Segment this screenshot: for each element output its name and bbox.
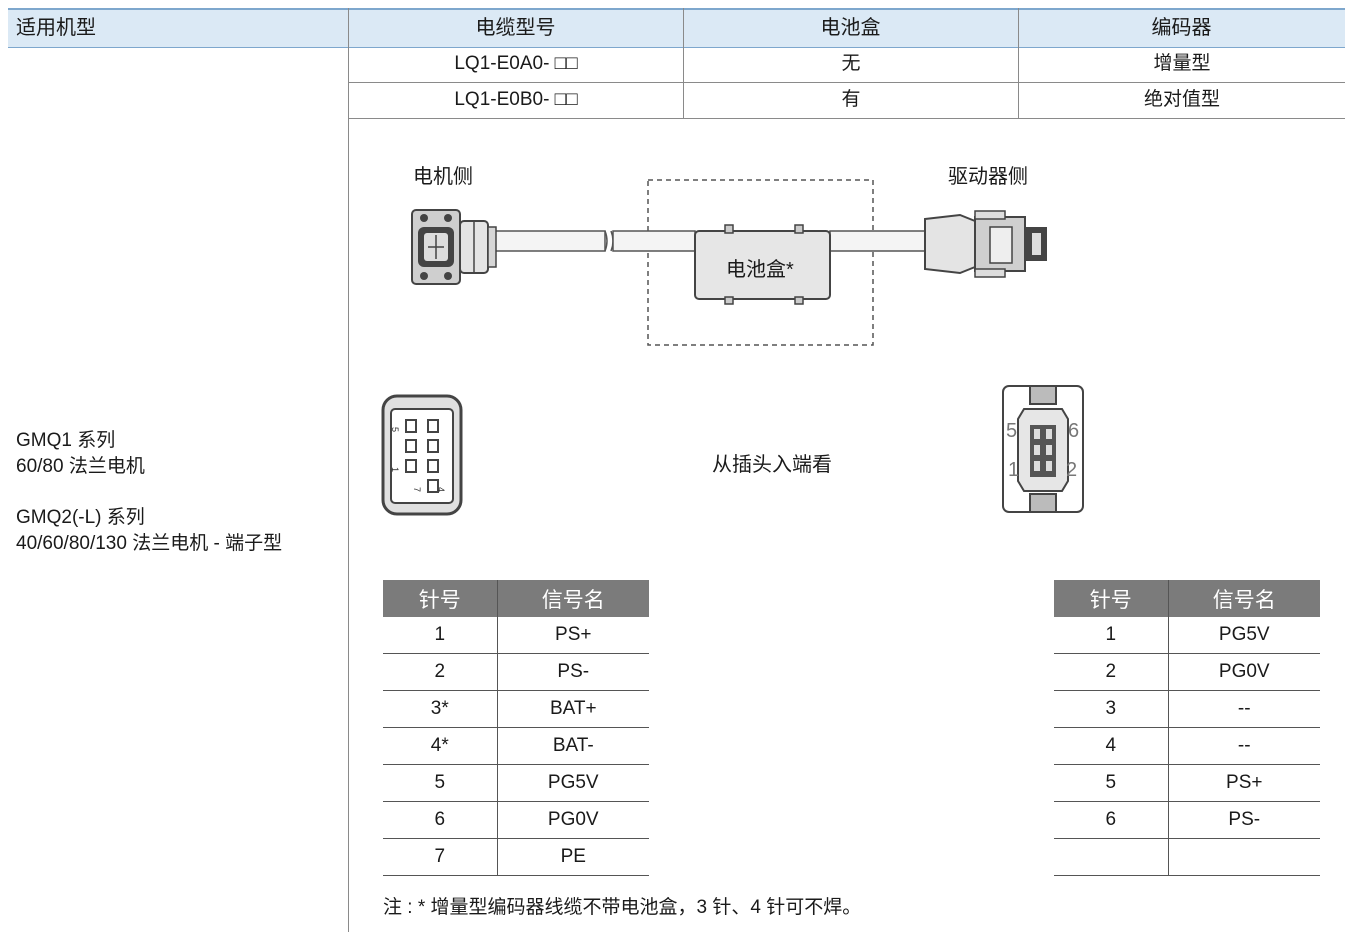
driver-pin-label: 1 <box>1008 459 1019 481</box>
applicable-line: GMQ1 系列 <box>16 430 116 451</box>
pin-number: 3* <box>383 690 498 728</box>
signal-name: PS+ <box>497 617 649 654</box>
signal-name: PS- <box>1168 801 1320 839</box>
motor-pin-label: 5 <box>390 427 400 432</box>
applicable-line: 60/80 法兰电机 <box>16 456 145 477</box>
driver-connector-icon <box>924 210 1047 278</box>
cable <box>494 230 926 252</box>
table-header-row: 针号 信号名 <box>383 580 649 617</box>
header-cable-model: 电缆型号 <box>475 17 556 39</box>
motor-pin-label: 1 <box>390 467 400 472</box>
table-header-row: 针号 信号名 <box>1054 580 1320 617</box>
column-divider <box>683 8 684 118</box>
driver-pin-label: 2 <box>1066 459 1077 481</box>
driver-plug-face-icon: 5 6 1 2 <box>1002 385 1084 513</box>
motor-plug-face-icon: 5 1 7 4 <box>381 394 463 516</box>
signal-name: -- <box>1168 690 1320 728</box>
header-battery-box: 电池盒 <box>820 17 881 39</box>
signal-name: BAT- <box>497 727 649 765</box>
pin-number: 1 <box>1054 617 1169 654</box>
signal-name-header: 信号名 <box>497 580 649 617</box>
signal-name: PS- <box>497 653 649 691</box>
motor-pin-label: 4 <box>436 487 446 492</box>
motor-pin-label: 7 <box>412 487 422 492</box>
applicable-model-gmq1: GMQ1 系列 60/80 法兰电机 <box>16 428 145 480</box>
battery-box-label: 电池盒* <box>726 259 794 281</box>
signal-name: PG0V <box>1168 653 1320 691</box>
cable-model-cell: LQ1-E0A0- □□ <box>454 53 578 74</box>
battery-cell: 有 <box>841 89 861 110</box>
battery-cell: 无 <box>841 53 861 74</box>
applicable-line: GMQ2(-L) 系列 <box>16 507 145 528</box>
column-divider <box>1018 8 1019 118</box>
pin-number: 7 <box>383 838 498 876</box>
driver-side-label: 驱动器侧 <box>948 166 1028 188</box>
applicable-model-gmq2: GMQ2(-L) 系列 40/60/80/130 法兰电机 - 端子型 <box>16 505 282 557</box>
pin-number-header: 针号 <box>383 580 498 617</box>
row-divider <box>348 118 1345 119</box>
cable-model-cell: LQ1-E0B0- □□ <box>454 89 578 110</box>
pin-number: 5 <box>383 764 498 802</box>
pin-number: 6 <box>1054 801 1169 839</box>
pin-number: 2 <box>383 653 498 691</box>
table-row: 4-- <box>1054 727 1320 765</box>
header-applicable-model: 适用机型 <box>16 17 96 39</box>
motor-side-label: 电机侧 <box>413 166 473 188</box>
table-row: 3-- <box>1054 690 1320 728</box>
signal-name: BAT+ <box>497 690 649 728</box>
pin-number: 5 <box>1054 764 1169 802</box>
pin-number: 2 <box>1054 653 1169 691</box>
row-divider <box>348 82 1345 83</box>
battery-box-icon <box>694 224 831 305</box>
signal-name: PG5V <box>1168 617 1320 654</box>
pin-number: 6 <box>383 801 498 839</box>
signal-name: PG5V <box>497 764 649 802</box>
column-divider-main <box>348 8 349 932</box>
signal-name: PG0V <box>497 801 649 839</box>
signal-name: -- <box>1168 727 1320 765</box>
header-encoder: 编码器 <box>1151 17 1212 39</box>
signal-name: PE <box>497 838 649 876</box>
driver-pin-label: 6 <box>1068 420 1079 442</box>
view-from-plug-label: 从插头入端看 <box>712 454 832 476</box>
pin-number: 4 <box>1054 727 1169 765</box>
pin-number: 3 <box>1054 690 1169 728</box>
signal-name-header: 信号名 <box>1168 580 1320 617</box>
pin-number: 4* <box>383 727 498 765</box>
motor-connector-icon <box>411 209 497 285</box>
pin-number: 1 <box>383 617 498 654</box>
spec-table-header: 适用机型 电缆型号 电池盒 编码器 <box>8 8 1345 48</box>
cable-assembly-illustration <box>411 179 1047 346</box>
table-row: 4*BAT- <box>383 727 649 765</box>
footnote: 注 : * 增量型编码器线缆不带电池盒，3 针、4 针可不焊。 <box>383 897 862 918</box>
driver-pin-label: 5 <box>1006 420 1017 442</box>
applicable-line: 40/60/80/130 法兰电机 - 端子型 <box>16 533 283 554</box>
battery-box-region <box>647 179 874 346</box>
table-row <box>1054 838 1320 876</box>
pin-number-header: 针号 <box>1054 580 1169 617</box>
encoder-cell: 增量型 <box>1153 53 1211 74</box>
table-row: 3*BAT+ <box>383 690 649 728</box>
signal-name: PS+ <box>1168 764 1320 802</box>
signal-name <box>1168 838 1320 876</box>
pin-number <box>1054 838 1169 876</box>
encoder-cell: 绝对值型 <box>1143 89 1220 110</box>
